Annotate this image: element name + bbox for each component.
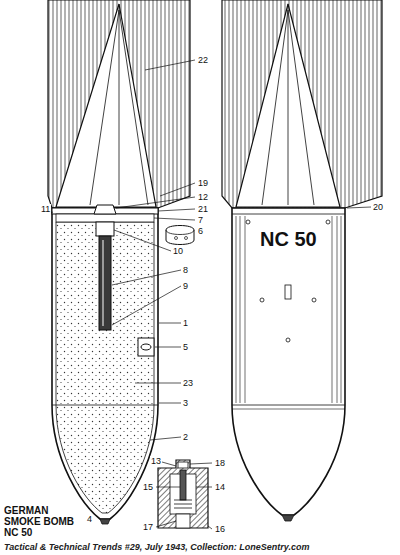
bomb-casing <box>52 208 158 519</box>
callout-number: 21 <box>197 204 209 214</box>
callout-number: 13 <box>150 456 162 466</box>
fuse-section <box>158 460 208 528</box>
bomb-casing <box>232 208 345 515</box>
callout-number: 16 <box>214 524 226 534</box>
body-shading <box>341 216 342 403</box>
tail-cone <box>56 4 156 207</box>
burster-head <box>96 222 114 236</box>
tail-cone <box>236 4 340 207</box>
ring-detail <box>166 226 194 245</box>
bomb-marking: NC 50 <box>258 228 319 251</box>
tail-fin <box>48 0 190 208</box>
callout-number: 5 <box>182 342 189 352</box>
smoke-filling <box>56 222 154 513</box>
callout-number: 12 <box>197 192 209 202</box>
callout-number: 19 <box>197 178 209 188</box>
callout-number: 9 <box>182 281 189 291</box>
nose-plug <box>100 519 110 524</box>
body-shading <box>240 216 241 403</box>
body-shading <box>236 216 237 403</box>
callout-number: 4 <box>86 514 93 524</box>
callout-number: 23 <box>182 378 194 388</box>
body-shading <box>245 216 246 403</box>
source-caption: Tactical & Technical Trends #29, July 19… <box>4 542 309 553</box>
callout-number: 11 <box>40 204 51 214</box>
callout-number: 15 <box>142 482 154 492</box>
callout-number: 20 <box>372 202 384 212</box>
striker-pin <box>180 470 186 500</box>
leader-lines <box>50 60 371 529</box>
diagram-title: GERMAN SMOKE BOMB NC 50 <box>4 505 84 538</box>
callout-number: 18 <box>214 458 226 468</box>
callout-number: 2 <box>182 432 189 442</box>
body-shading <box>332 216 333 403</box>
tail-fin <box>222 0 382 208</box>
callout-number: 22 <box>197 55 209 65</box>
suspension-lug <box>138 338 154 356</box>
callout-number: 14 <box>214 482 226 492</box>
callout-number: 17 <box>142 522 154 532</box>
callout-number: 3 <box>182 398 189 408</box>
body-shading <box>337 216 338 403</box>
callout-number: 10 <box>172 246 184 256</box>
callout-number: 8 <box>182 265 189 275</box>
burster-tube <box>99 236 111 330</box>
fuse-cap <box>94 205 116 214</box>
callout-number: 1 <box>182 318 189 328</box>
callout-number: 6 <box>197 226 204 236</box>
callout-number: 7 <box>197 215 204 225</box>
